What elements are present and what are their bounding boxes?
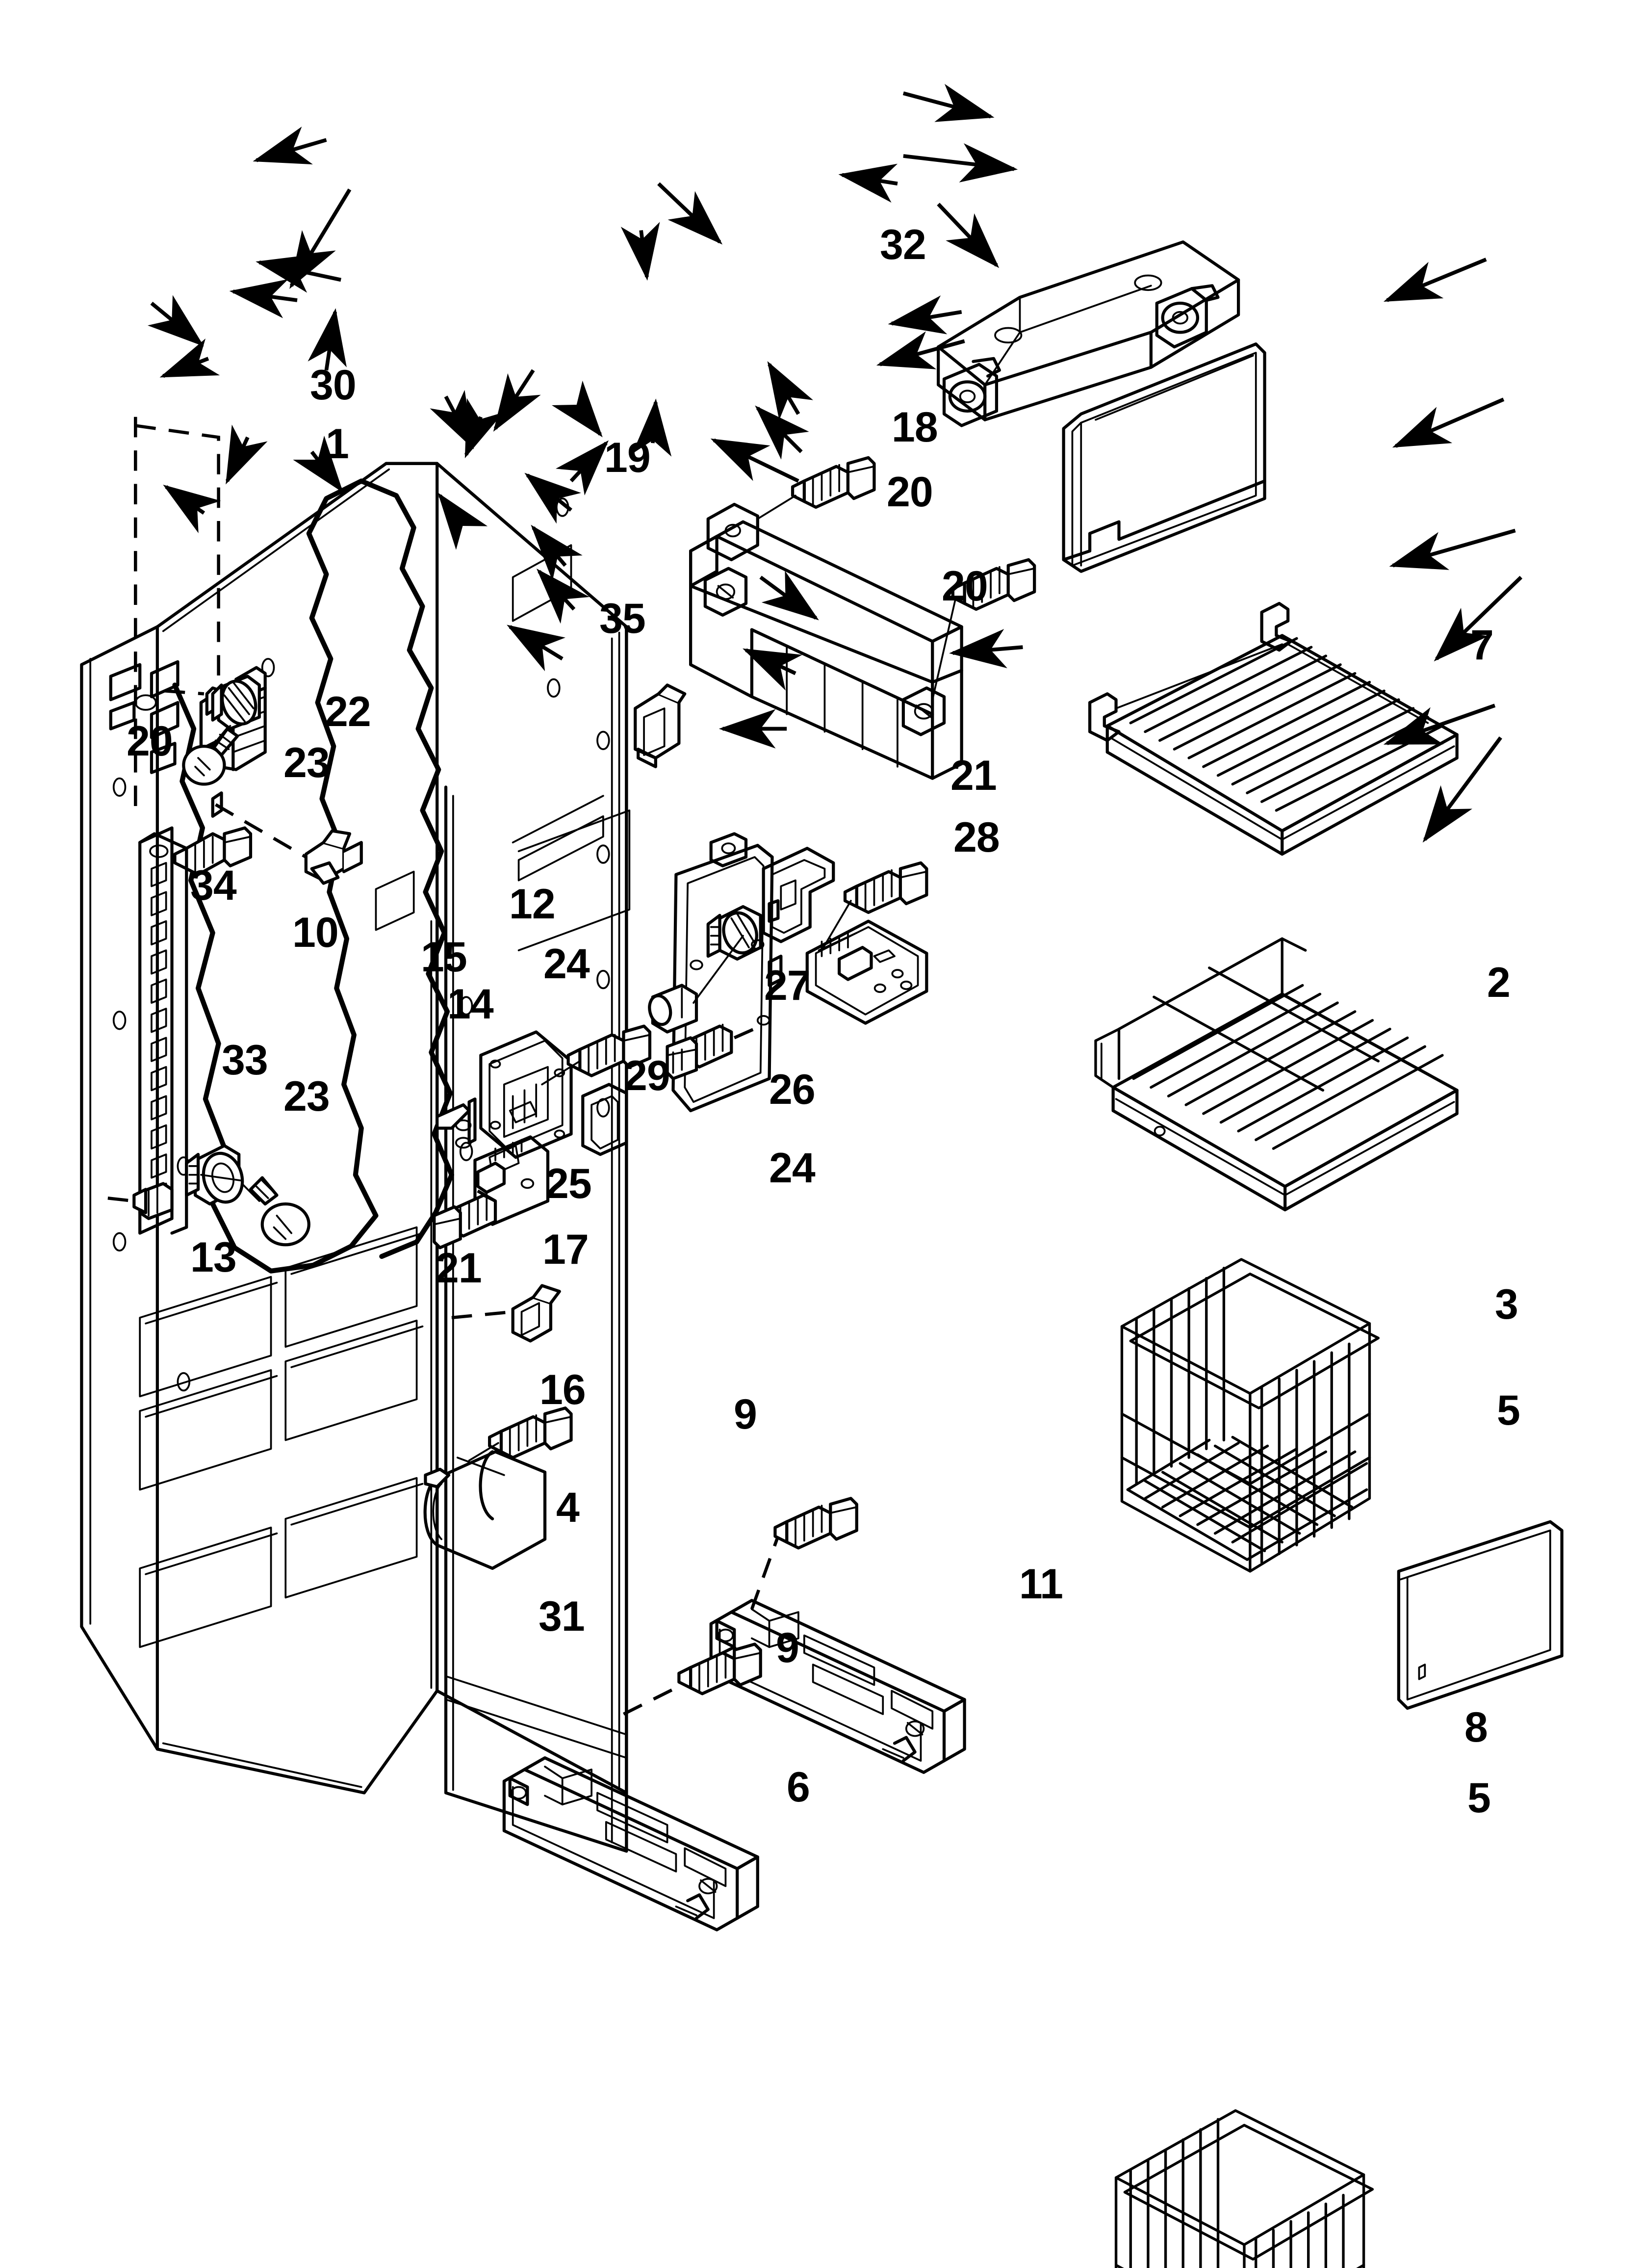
callout-20-liner: 20 <box>127 718 173 765</box>
callout-23-upper: 23 <box>283 739 330 786</box>
callout-9-upper: 9 <box>734 1391 757 1438</box>
callout-13: 13 <box>190 1234 237 1281</box>
part-20-screw-bracket <box>173 826 253 876</box>
callout-20-duct-lower: 20 <box>942 563 988 610</box>
callout-16: 16 <box>539 1366 586 1413</box>
part-6-slide-rail-left <box>502 1756 759 1931</box>
callout-3: 3 <box>1495 1281 1518 1328</box>
part-10-liner-retainer-clip <box>304 829 363 885</box>
callout-9-lower: 9 <box>776 1624 799 1671</box>
part-23-light-bulb-upper <box>182 727 239 786</box>
callout-18: 18 <box>892 404 938 451</box>
callout-10: 10 <box>292 909 339 956</box>
callout-34: 34 <box>190 862 237 909</box>
part-20-screw-duct-upper <box>791 456 876 509</box>
part-31-evaporator-cover <box>423 1450 547 1570</box>
leader-lines <box>147 84 1523 843</box>
callout-1: 1 <box>326 420 349 468</box>
callout-15: 15 <box>421 934 467 981</box>
part-26-control-box-cover <box>671 832 783 1113</box>
part-3-freezer-basket-upper <box>1120 1258 1380 1573</box>
part-29-thermostat-bushing <box>648 984 698 1034</box>
callout-31: 31 <box>539 1593 585 1640</box>
callout-8: 8 <box>1464 1704 1488 1751</box>
part-20-screw-duct-lower <box>951 558 1036 611</box>
part-21-screw-control-board <box>843 861 928 914</box>
callout-23-lower: 23 <box>283 1073 330 1120</box>
callout-25: 25 <box>545 1160 592 1207</box>
part-4-screw-evaporator <box>488 1406 573 1460</box>
part-24-screw-control-bracket <box>666 1023 733 1080</box>
callout-24-control: 24 <box>769 1145 816 1192</box>
part-9-screw-rail-lower <box>677 1642 762 1695</box>
callout-7: 7 <box>1470 622 1494 669</box>
callout-17: 17 <box>542 1226 589 1273</box>
callout-4: 4 <box>556 1484 580 1531</box>
part-21-screw-thermistor <box>433 1193 497 1250</box>
part-9-screw-rail-upper <box>773 1497 858 1550</box>
part-17-thermistor-switch <box>473 1135 550 1226</box>
callout-19: 19 <box>604 434 651 481</box>
part-5-basket-front-panel-upper <box>1397 1520 1564 1710</box>
callout-24-damper: 24 <box>543 940 590 988</box>
part-12-damper-cover <box>479 1030 573 1159</box>
part-15-damper-pin <box>467 1097 477 1145</box>
callout-20-duct-upper: 20 <box>887 469 933 516</box>
part-23-light-bulb-lower <box>241 1176 310 1247</box>
callout-22: 22 <box>325 688 371 735</box>
callout-12: 12 <box>509 881 556 928</box>
part-16-wire-clip <box>511 1284 561 1343</box>
callout-35: 35 <box>599 595 646 642</box>
callout-32: 32 <box>880 221 926 268</box>
callout-21-thermistor: 21 <box>436 1245 482 1292</box>
callout-21-control: 21 <box>950 752 997 799</box>
freezer-liner-body <box>80 462 631 1853</box>
callout-5-lower: 5 <box>1467 1774 1491 1822</box>
callout-11: 11 <box>1019 1561 1063 1608</box>
part-24-screw-damper <box>566 1024 652 1077</box>
part-8-freezer-basket-lower <box>1114 2109 1374 2268</box>
part-7-wire-shelf <box>1088 601 1459 856</box>
callout-5-upper: 5 <box>1497 1387 1520 1434</box>
callout-6: 6 <box>787 1764 810 1811</box>
part-19-air-duct-housing <box>689 502 963 780</box>
callout-30: 30 <box>310 362 357 409</box>
part-2-wire-shelf-fixed <box>1094 937 1459 1212</box>
part-18-air-duct-cover <box>1062 342 1266 573</box>
part-22-light-socket <box>211 675 261 730</box>
callout-26: 26 <box>769 1066 816 1113</box>
part-28-control-board <box>805 919 928 1025</box>
part-25-damper-end-cap <box>581 1083 628 1156</box>
callout-27: 27 <box>764 962 811 1009</box>
callout-29: 29 <box>624 1052 670 1099</box>
callout-14: 14 <box>447 981 494 1028</box>
part-32-mounting-bracket <box>937 240 1240 427</box>
callout-33: 33 <box>222 1037 268 1084</box>
part-14-damper-flap <box>436 1103 472 1149</box>
callout-28: 28 <box>953 814 1000 861</box>
part-13-screw <box>132 1182 174 1220</box>
part-35-wire-clip <box>634 683 687 768</box>
part-11-slide-rail-right <box>709 1599 966 1774</box>
part-27-mounting-bracket <box>762 847 835 943</box>
callout-2: 2 <box>1487 959 1511 1006</box>
